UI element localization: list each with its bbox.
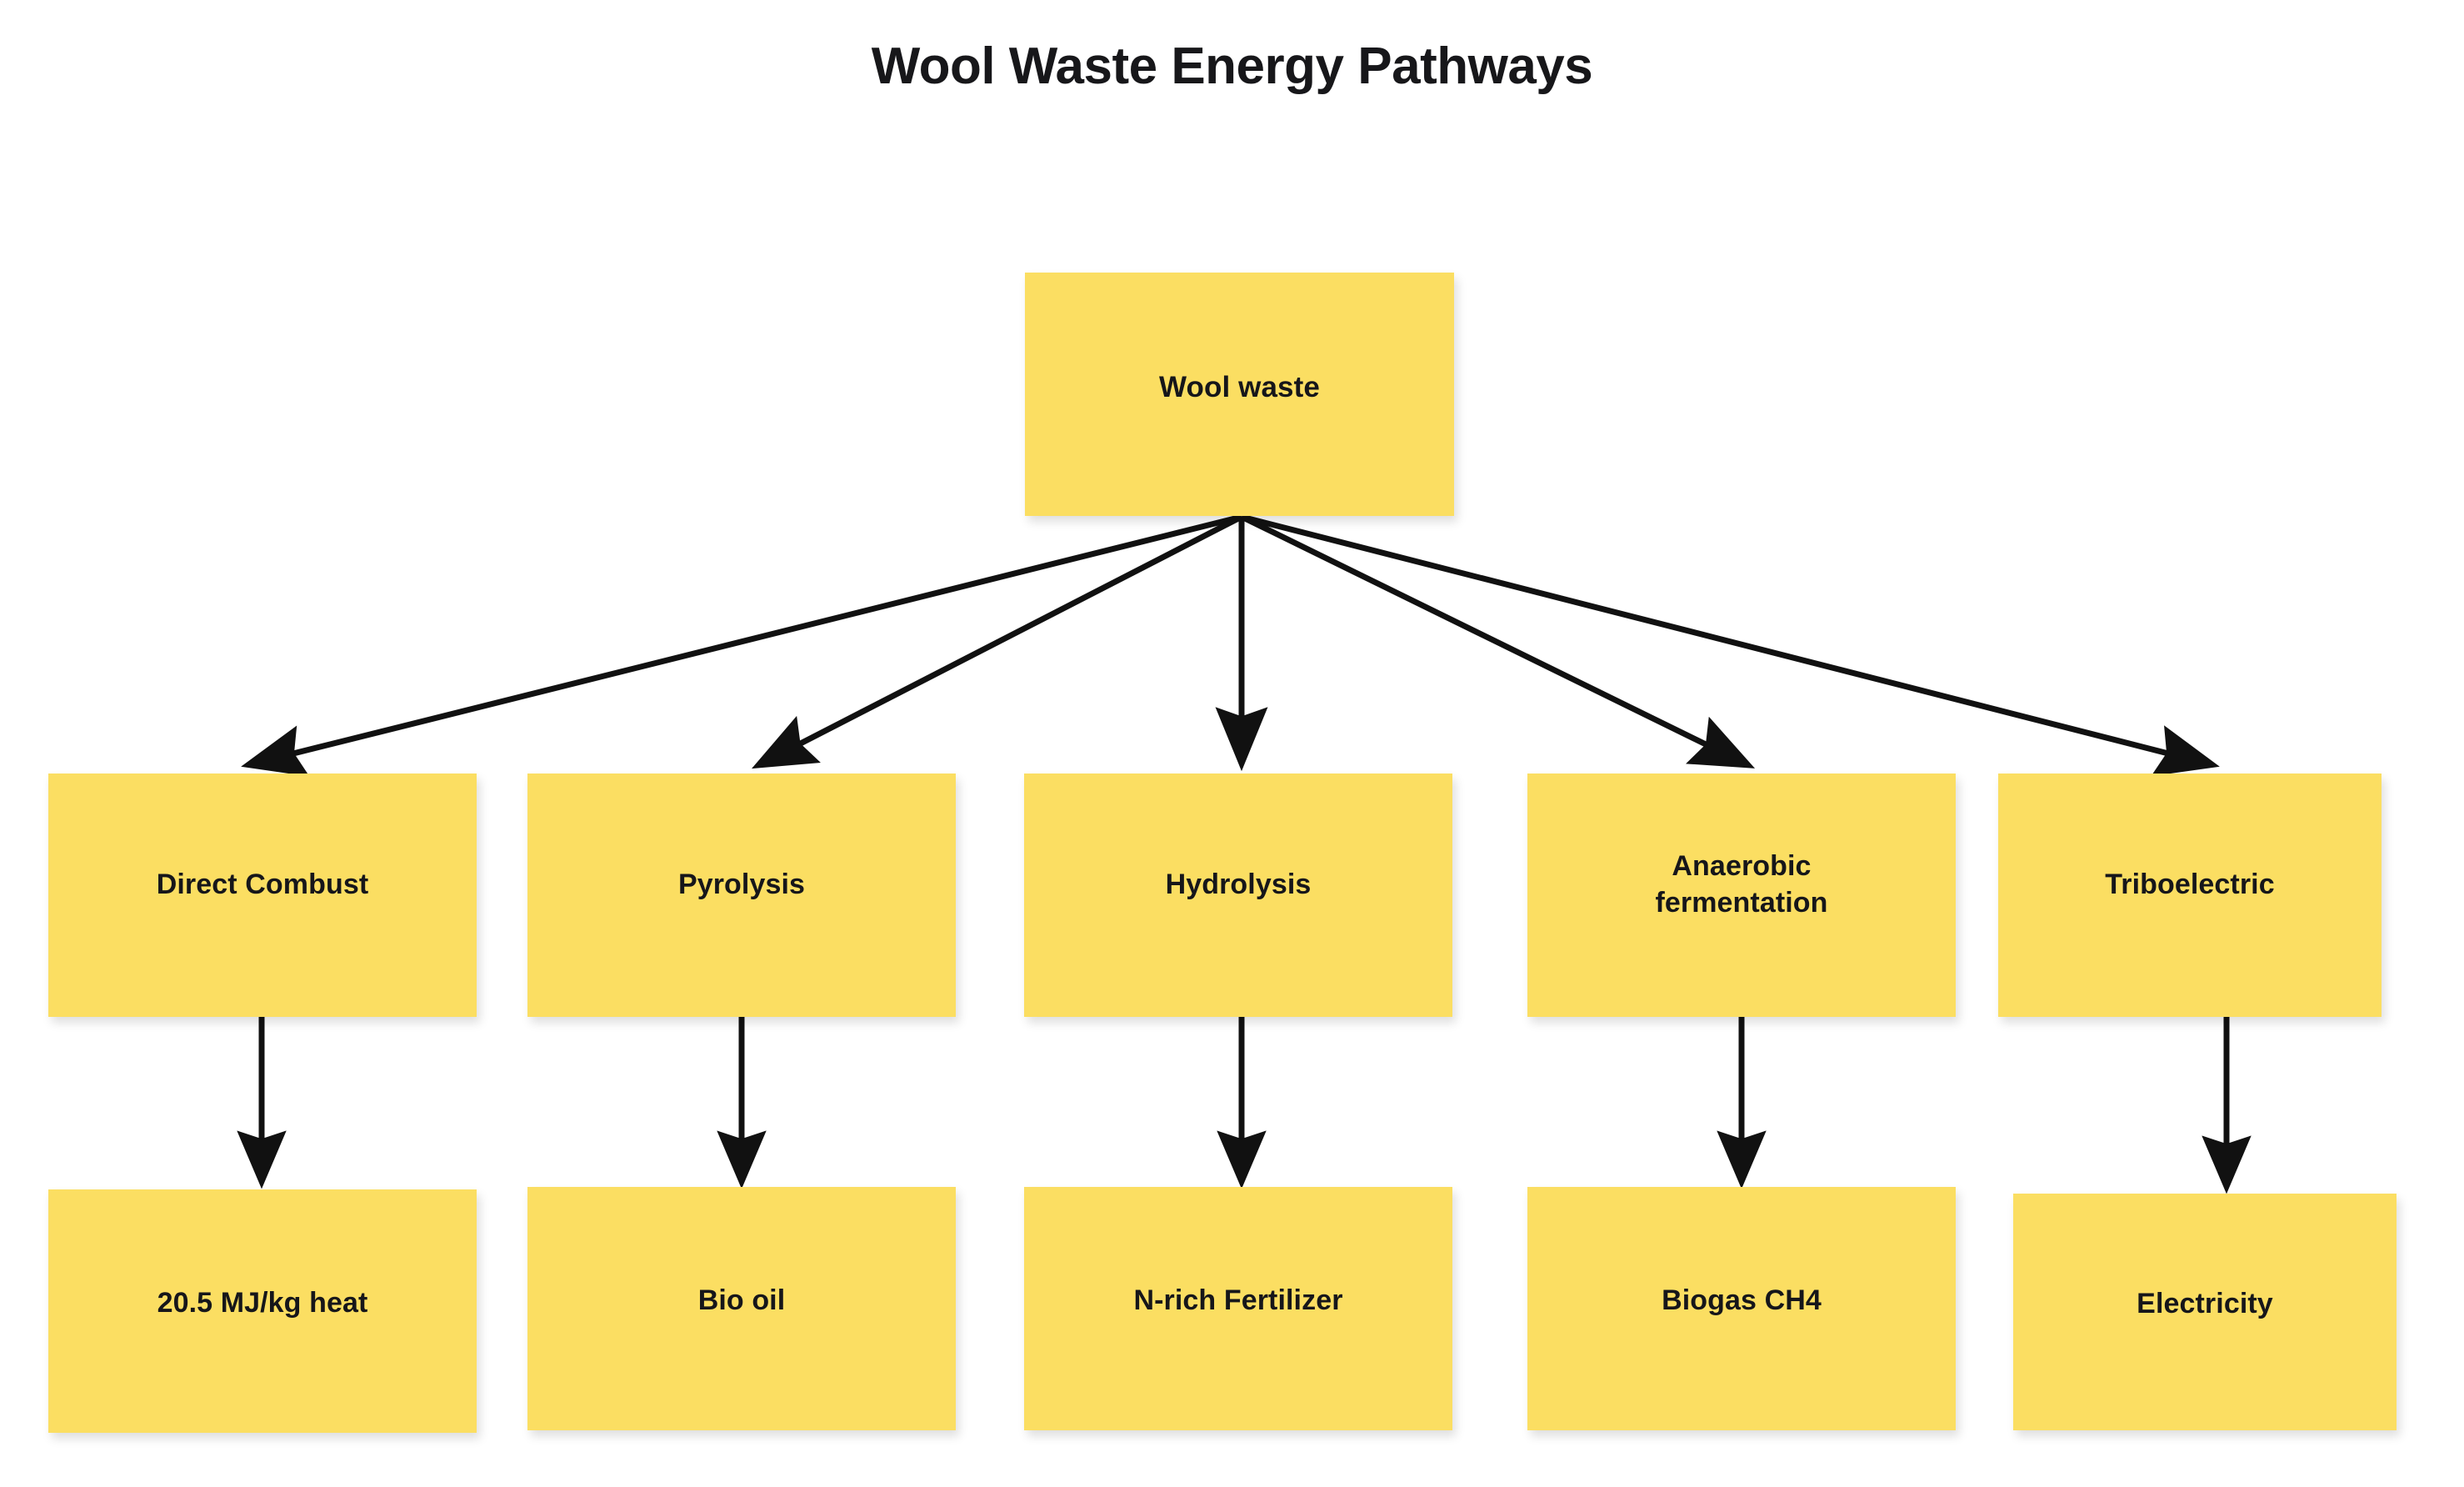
node-label-line-2: fermentation — [1655, 887, 1828, 919]
node-label: Hydrolysis — [1165, 869, 1312, 901]
node-heat[interactable]: 20.5 MJ/kg heat — [48, 1189, 477, 1433]
node-label: Bio oil — [697, 1284, 786, 1317]
node-label: Anaerobic fermentation — [1542, 849, 1941, 921]
node-wool-waste[interactable]: Wool waste — [1025, 273, 1454, 516]
edge-wool-waste-to-triboelectric — [1241, 513, 2220, 777]
node-label: Pyrolysis — [677, 869, 806, 901]
node-bio-oil[interactable]: Bio oil — [527, 1187, 956, 1430]
node-label: Direct Combust — [156, 869, 369, 901]
node-label: Wool waste — [1159, 370, 1320, 403]
node-n-rich-fertilizer[interactable]: N-rich Fertilizer — [1024, 1187, 1452, 1430]
node-label-line-1: Anaerobic — [1672, 850, 1812, 883]
node-label: Triboelectric — [2105, 869, 2275, 901]
node-hydrolysis[interactable]: Hydrolysis — [1024, 774, 1452, 1017]
edge-wool-waste-to-direct-combust — [241, 513, 1242, 777]
node-electricity[interactable]: Electricity — [2013, 1194, 2397, 1430]
node-anaerobic-fermentation[interactable]: Anaerobic fermentation — [1527, 774, 1956, 1017]
node-label: 20.5 MJ/kg heat — [157, 1287, 368, 1319]
page-title: Wool Waste Energy Pathways — [871, 38, 1593, 95]
node-label: Electricity — [2137, 1288, 2273, 1320]
edge-wool-waste-to-anaerobic-fermentation — [1240, 513, 1756, 769]
node-label: N-rich Fertilizer — [1133, 1284, 1343, 1317]
edge-wool-waste-to-pyrolysis — [752, 513, 1243, 769]
node-direct-combust[interactable]: Direct Combust — [48, 774, 477, 1017]
node-pyrolysis[interactable]: Pyrolysis — [527, 774, 956, 1017]
node-label: Biogas CH4 — [1662, 1284, 1822, 1317]
node-triboelectric[interactable]: Triboelectric — [1998, 774, 2382, 1017]
node-biogas-ch4[interactable]: Biogas CH4 — [1527, 1187, 1956, 1430]
